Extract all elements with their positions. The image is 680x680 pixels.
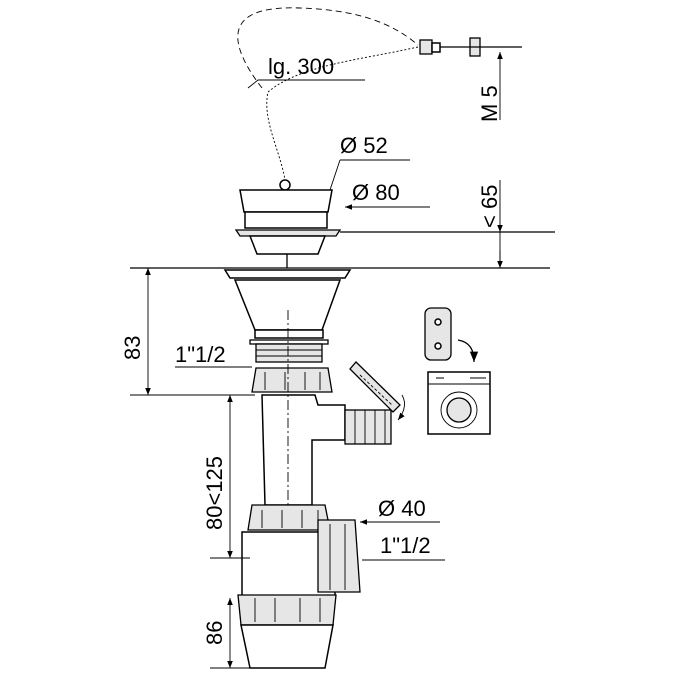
basket-thread-label: 1"1/2 [175,342,226,367]
basket-strainer [223,269,352,363]
cartridge-icon [424,307,479,363]
thread-label: M 5 [477,85,502,122]
adjustable-height-label: 80<125 [202,456,227,530]
sink-thickness-label: < 65 [477,185,502,228]
hose-connector-icon [349,361,405,421]
pull-rod [419,37,522,120]
stopper [234,189,342,268]
bottle-height-label: 86 [202,621,227,645]
bottle-trap [237,504,361,669]
outlet-diameter-label: Ø 40 [378,496,426,521]
flange-diameter-label: Ø 80 [352,180,400,205]
chain [237,7,419,191]
chain-length-label: lg. 300 [268,54,334,79]
stopper-diameter-label: Ø 52 [340,133,388,158]
trap-body [251,310,392,520]
basket-height-label: 83 [120,336,145,360]
washing-machine-icon [427,371,491,435]
outlet-thread-label: 1"1/2 [380,533,431,558]
